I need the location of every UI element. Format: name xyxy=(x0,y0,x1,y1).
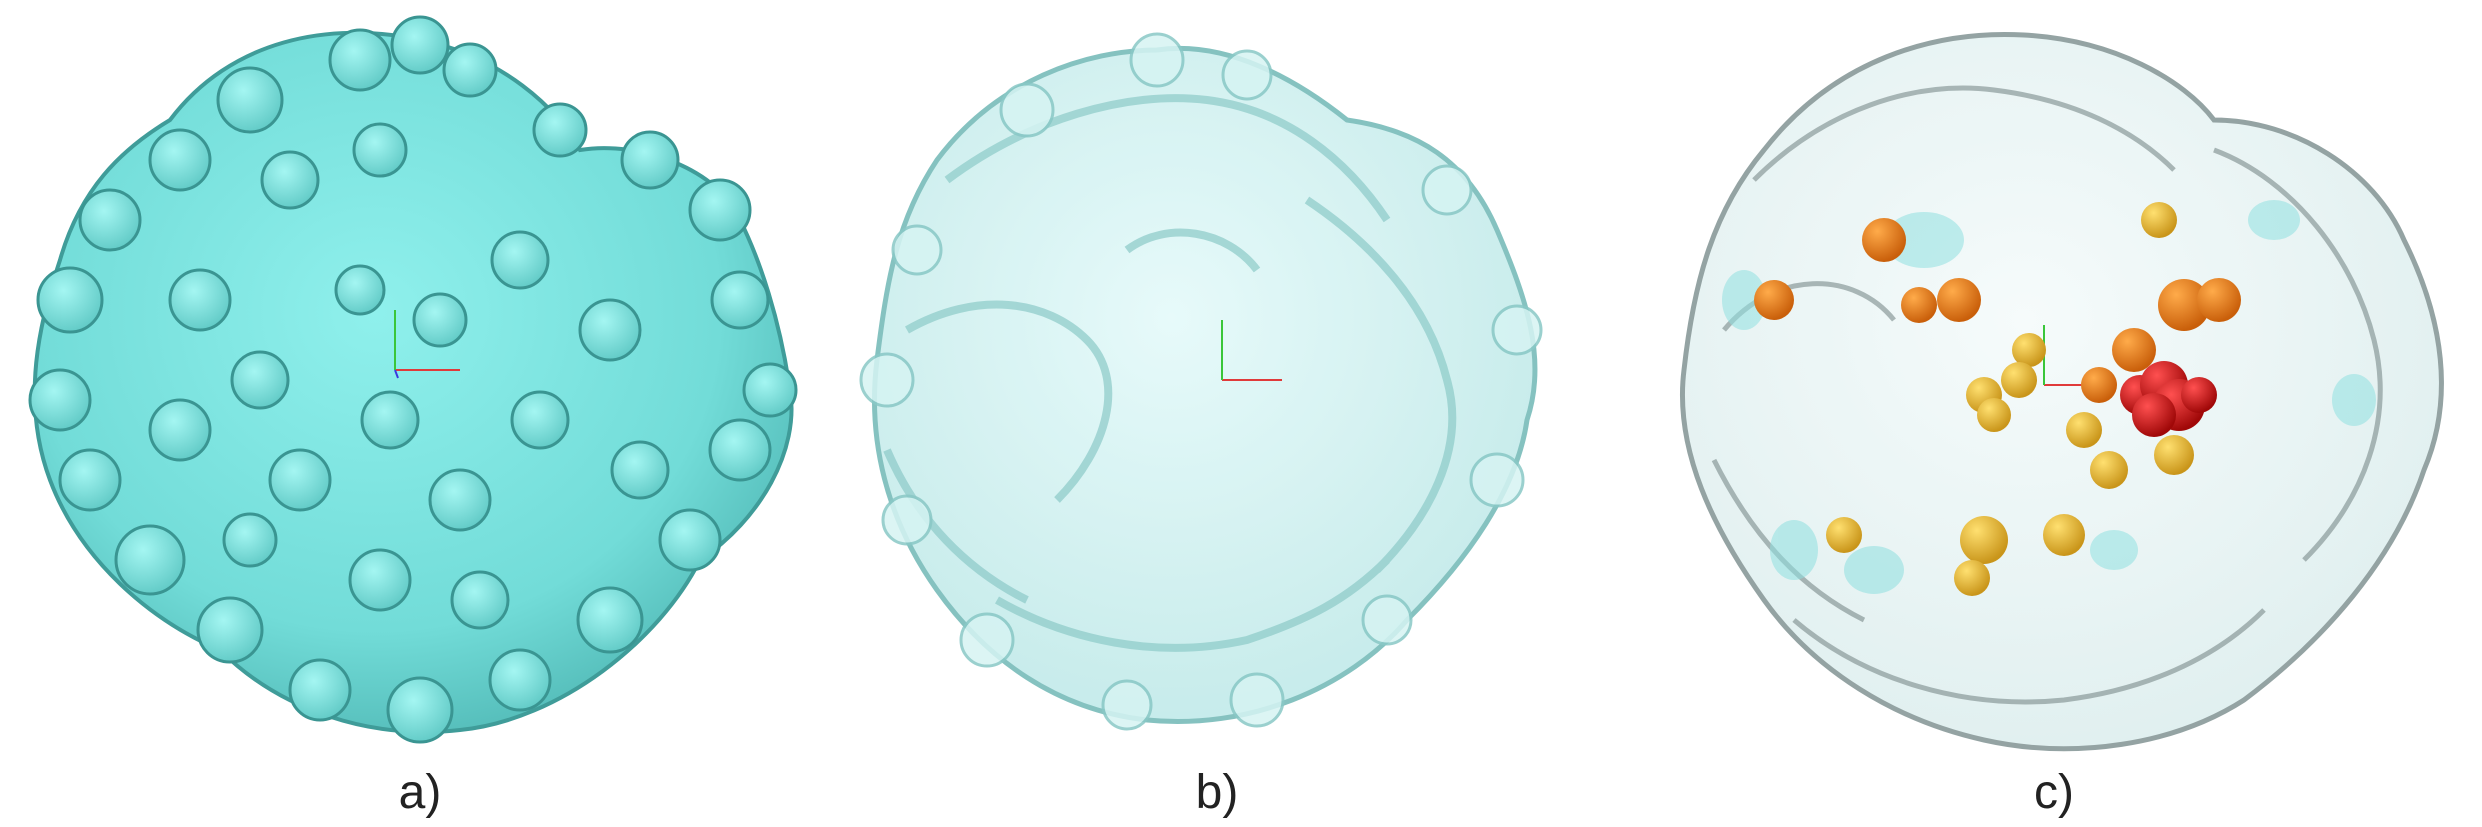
transparent-surface-with-cavities xyxy=(1679,31,2444,752)
opaque-protein-surface xyxy=(28,15,798,744)
panel-c: c) xyxy=(1654,0,2482,827)
surface-lumps xyxy=(859,32,1543,731)
axes-gizmo xyxy=(394,310,460,379)
transparent-protein-surface xyxy=(859,32,1543,731)
panel-a-label: a) xyxy=(398,766,442,819)
panel-b-label: b) xyxy=(1195,766,1239,819)
surface-bumps xyxy=(28,15,798,744)
panel-b: b) xyxy=(827,0,1654,827)
panel-a: a) xyxy=(0,0,827,827)
panel-c-label: c) xyxy=(2034,766,2074,819)
cyan-patches xyxy=(1722,200,2376,594)
cavity-spheres xyxy=(1754,202,2241,596)
axes-gizmo xyxy=(1221,320,1282,381)
